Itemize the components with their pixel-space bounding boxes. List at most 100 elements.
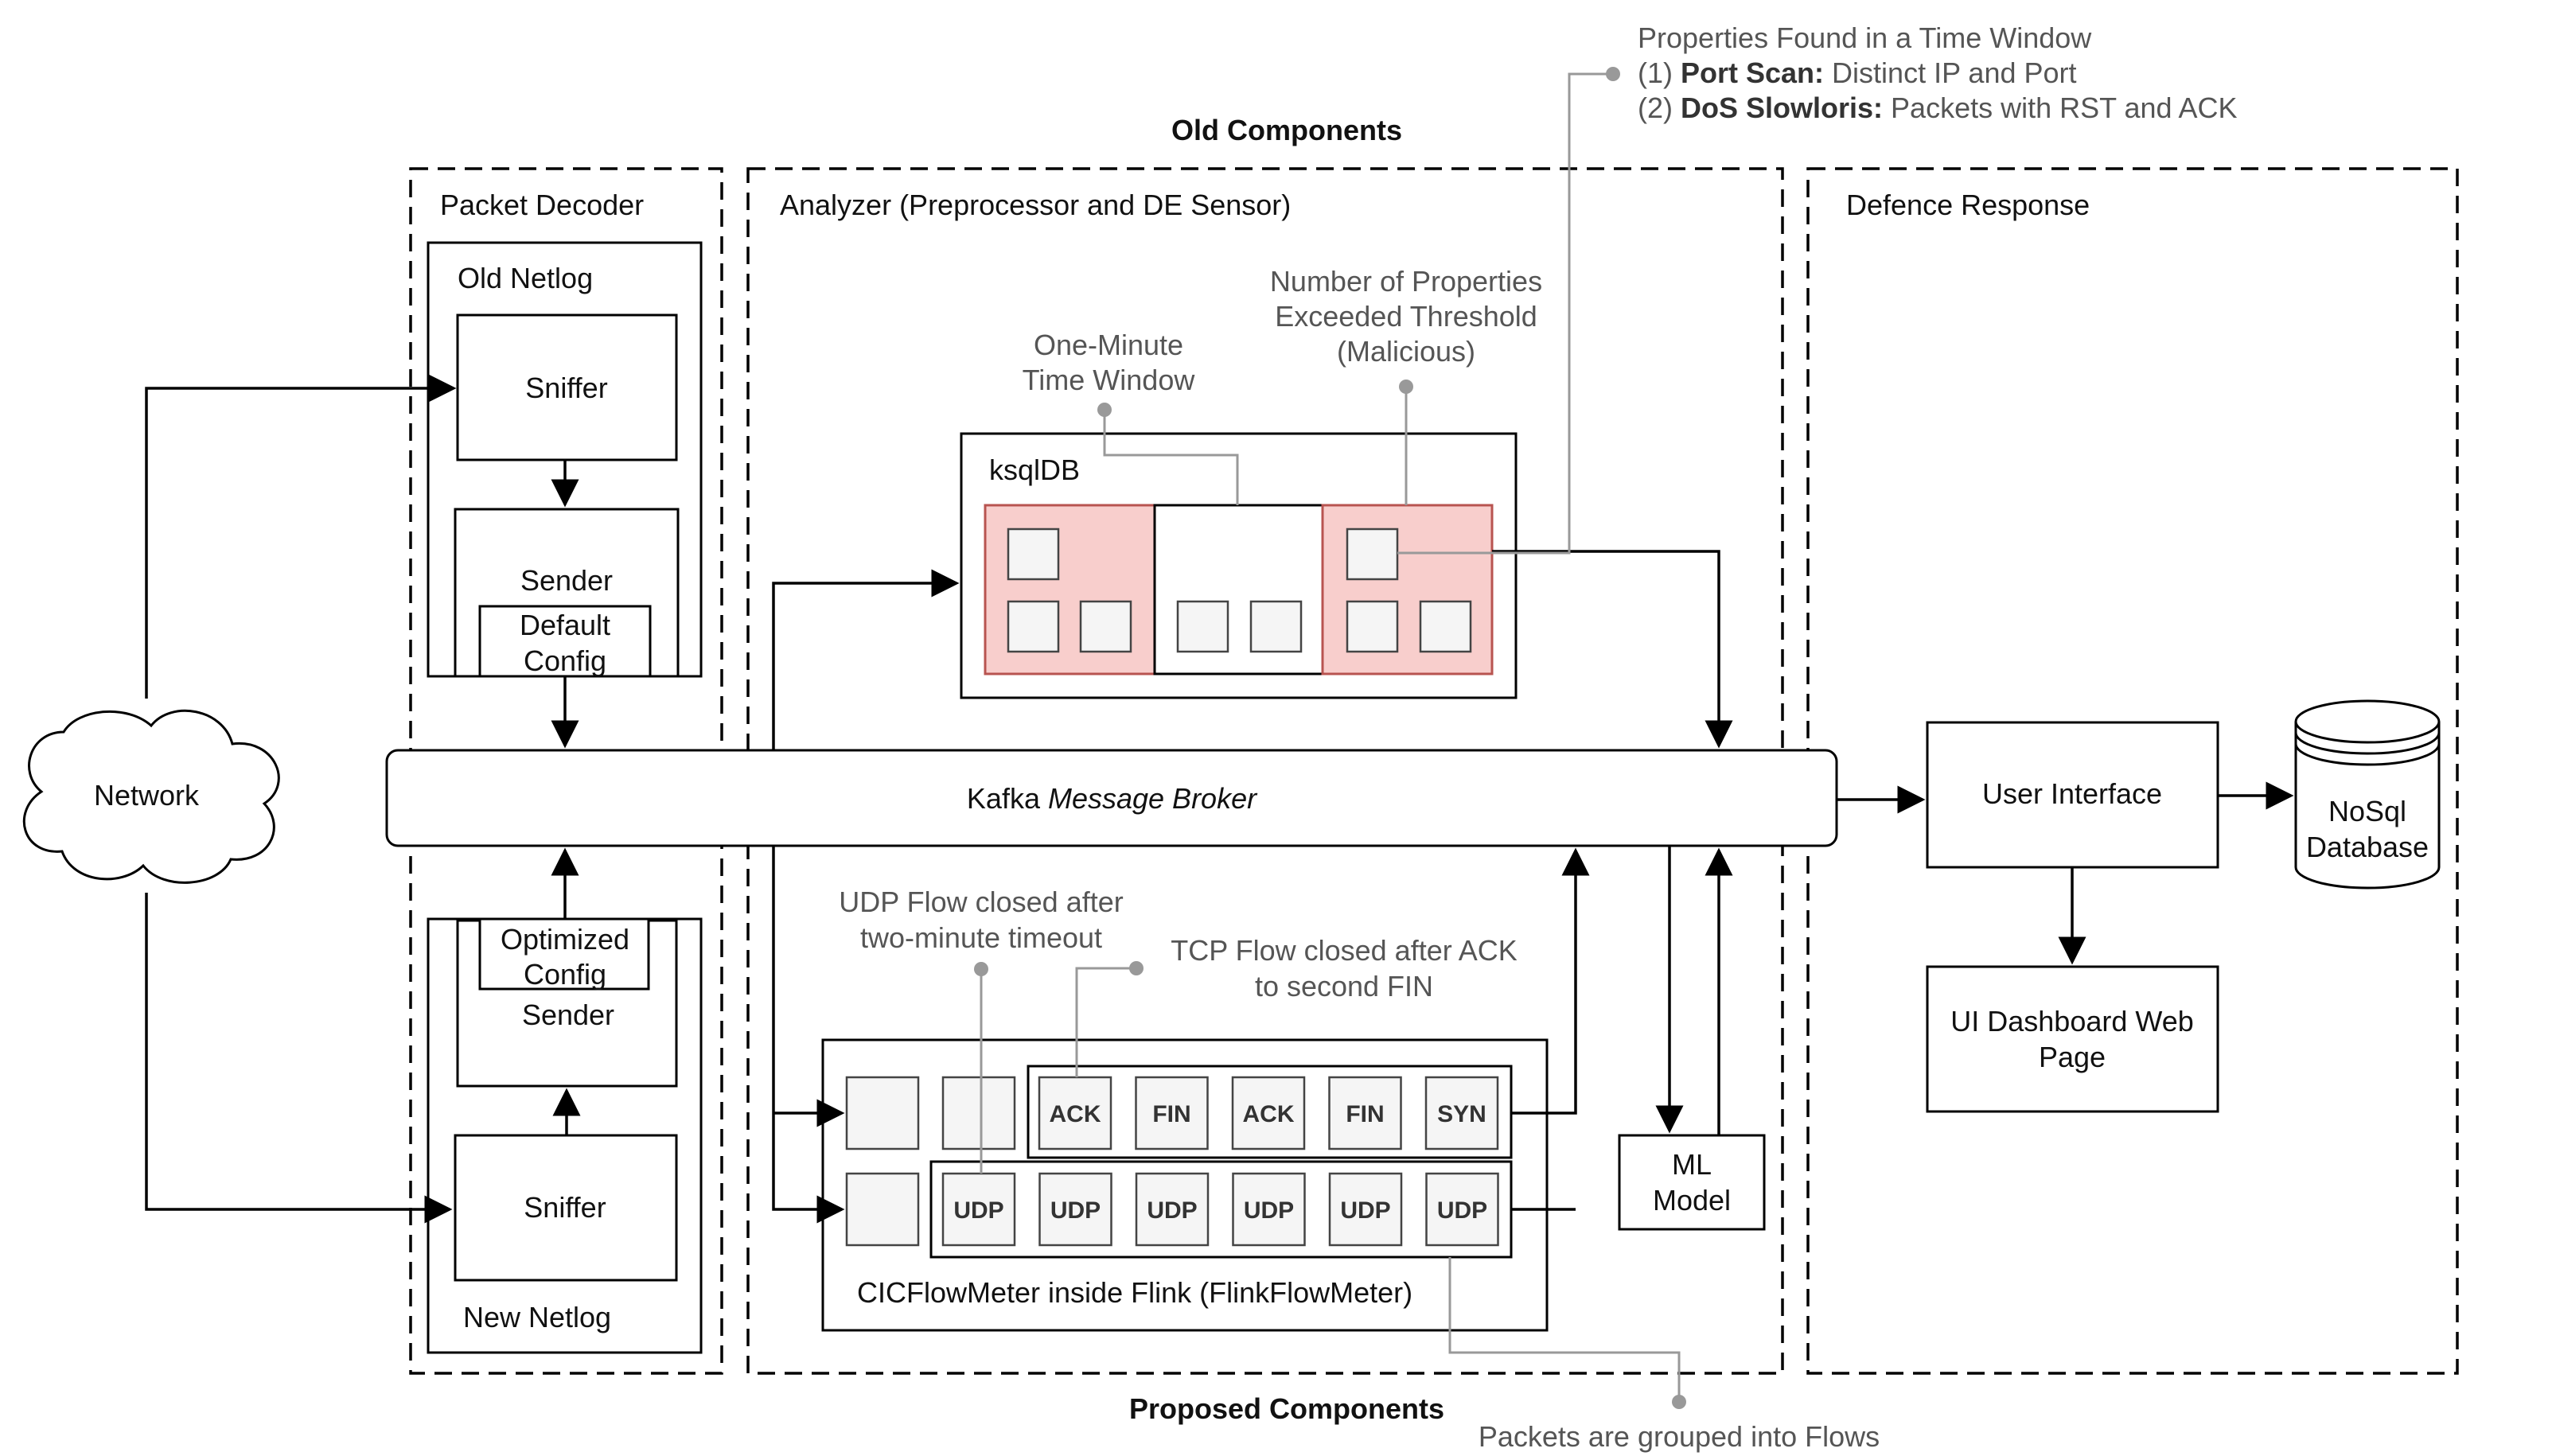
flow-packet-label: UDP: [1244, 1197, 1294, 1224]
ml-model-box: [1618, 1134, 1766, 1231]
flow-buffer: [845, 1172, 920, 1247]
ksql-packet: [1249, 600, 1303, 653]
flink-flowmeter: CICFlowMeter inside Flink (FlinkFlowMete…: [821, 1038, 1549, 1332]
ml-model-label-1: ML: [1672, 1148, 1712, 1181]
exceeded-dot: [1399, 380, 1413, 394]
ksqldb-title: ksqlDB: [989, 454, 1080, 486]
tcp-flow-leader-line: [1075, 967, 1136, 1077]
old-sniffer-box: [456, 313, 678, 461]
annotation-udp-flow: UDP Flow closed after two-minute timeout: [839, 886, 1124, 1174]
flow-packet: [1425, 1172, 1499, 1247]
packet-decoder-label: Packet Decoder: [440, 189, 644, 221]
flow-packet: [1135, 1076, 1209, 1150]
old-components-header: Old Components: [1171, 114, 1402, 146]
new-sender-label: Sender: [522, 999, 614, 1031]
flow-packet-label: ACK: [1050, 1101, 1101, 1127]
flow-packet: [1038, 1076, 1112, 1150]
new-sniffer-label: Sniffer: [524, 1191, 606, 1224]
flow-packet-label: FIN: [1346, 1101, 1384, 1127]
udp-flow-label-2: two-minute timeout: [860, 921, 1102, 954]
annotation-one-minute-window: One-Minute Time Window: [1023, 329, 1239, 505]
flow-packet-label: UDP: [1437, 1197, 1487, 1224]
flow-packet: [941, 1172, 1016, 1247]
ksql-packet: [1346, 600, 1399, 653]
flow-buffer: [941, 1076, 1016, 1150]
flow-packet: [1328, 1172, 1403, 1247]
tcp-flow-label-2: to second FIN: [1255, 970, 1433, 1002]
ksql-packet: [1079, 600, 1132, 653]
ui-dashboard-label-2: Page: [2039, 1041, 2106, 1073]
annotation-exceeded-threshold: Number of Properties Exceeded Threshold …: [1270, 265, 1542, 505]
flink-title: CICFlowMeter inside Flink (FlinkFlowMete…: [857, 1276, 1412, 1309]
grouped-flows-label: Packets are grouped into Flows: [1479, 1420, 1880, 1453]
properties-dot: [1606, 67, 1620, 81]
kafka-broker: Kafka Message Broker: [385, 749, 1838, 847]
properties-leader-line: [1397, 72, 1613, 555]
ksql-packet: [1346, 528, 1399, 581]
exceeded-label-2: Exceeded Threshold: [1275, 300, 1537, 333]
properties-item-2: (2) DoS Slowloris: Packets with RST and …: [1638, 91, 2238, 124]
default-config-label-2: Config: [524, 644, 606, 677]
analyzer-label: Analyzer (Preprocessor and DE Sensor): [780, 189, 1291, 221]
defence-response-container: [1806, 167, 2459, 1375]
nosql-label-1: NoSql: [2328, 795, 2406, 827]
kafka-label: Kafka Message Broker: [967, 782, 1258, 815]
ksqldb-to-kafka-arrow: [1492, 550, 1733, 749]
flow-packet-label: UDP: [1050, 1197, 1101, 1224]
ui-dashboard-label-1: UI Dashboard Web: [1950, 1005, 2194, 1037]
flow-packet-label: UDP: [953, 1197, 1003, 1224]
flow-packet-label: SYN: [1437, 1101, 1486, 1127]
ksql-packet: [1007, 600, 1060, 653]
network-cloud: Network: [22, 709, 280, 884]
optimized-config-label-1: Optimized: [501, 923, 629, 956]
properties-item-1: (1) Port Scan: Distinct IP and Port: [1638, 56, 2077, 89]
kafka-to-flink-udp-arrow: [772, 846, 845, 1224]
ksql-packet: [1176, 600, 1229, 653]
annotation-grouped-flows: Packets are grouped into Flows: [1448, 1257, 1880, 1453]
nosql-label-2: Database: [2306, 831, 2429, 863]
default-config-label-1: Default: [520, 609, 610, 641]
network-label: Network: [94, 779, 200, 812]
user-interface: User Interface: [1926, 721, 2219, 869]
grouped-flows-dot: [1672, 1395, 1686, 1409]
annotation-tcp-flow: TCP Flow closed after ACK to second FIN: [1075, 934, 1518, 1077]
annotation-properties: Properties Found in a Time Window (1) Po…: [1397, 21, 2238, 555]
flow-packet-label: UDP: [1147, 1197, 1197, 1224]
defence-response-label: Defence Response: [1846, 189, 2090, 221]
flow-packet: [1135, 1172, 1210, 1247]
old-sniffer-label: Sniffer: [525, 372, 607, 404]
old-netlog-title: Old Netlog: [458, 262, 593, 294]
flow-packet-label: UDP: [1340, 1197, 1390, 1224]
default-config-box: [478, 605, 652, 678]
connectors: [145, 374, 2294, 1224]
properties-title: Properties Found in a Time Window: [1638, 21, 2092, 54]
ml-model-label-2: Model: [1653, 1184, 1731, 1217]
tcp-flow-dot: [1129, 961, 1144, 975]
user-interface-label: User Interface: [1982, 777, 2162, 810]
flow-packet-label: FIN: [1152, 1101, 1190, 1127]
network-to-old-sniffer-arrow: [145, 374, 457, 699]
new-netlog-title: New Netlog: [463, 1301, 611, 1333]
ui-dashboard-box: [1926, 965, 2219, 1113]
kafka-bar: [385, 749, 1838, 847]
user-interface-box: [1926, 721, 2219, 869]
ksql-packet: [1007, 528, 1060, 581]
nosql-database: NoSql Database: [2294, 699, 2441, 890]
old-sender-label: Sender: [520, 564, 613, 597]
old-netlog: Old Netlog Sniffer Sender Default Config: [427, 241, 703, 678]
tcp-flow-label-1: TCP Flow closed after ACK: [1171, 934, 1518, 967]
new-sniffer-box: [454, 1134, 678, 1282]
one-minute-label-1: One-Minute: [1034, 329, 1183, 361]
flow-packet: [1232, 1172, 1306, 1247]
flow-packet-label: ACK: [1243, 1101, 1295, 1127]
flow-buffer: [845, 1076, 920, 1150]
new-netlog: New Netlog Sender Optimized Config Sniff…: [427, 917, 703, 1354]
flow-packet: [1038, 1172, 1112, 1247]
optimized-config-label-2: Config: [524, 958, 606, 991]
flink-tcp-to-kafka-arrow: [1511, 847, 1590, 1115]
ui-dashboard: UI Dashboard Web Page: [1926, 965, 2219, 1113]
tcp-packet-row: ACK FIN ACK FIN SYN: [1038, 1076, 1499, 1150]
flow-packet: [1231, 1076, 1306, 1150]
flow-packet: [1424, 1076, 1499, 1150]
